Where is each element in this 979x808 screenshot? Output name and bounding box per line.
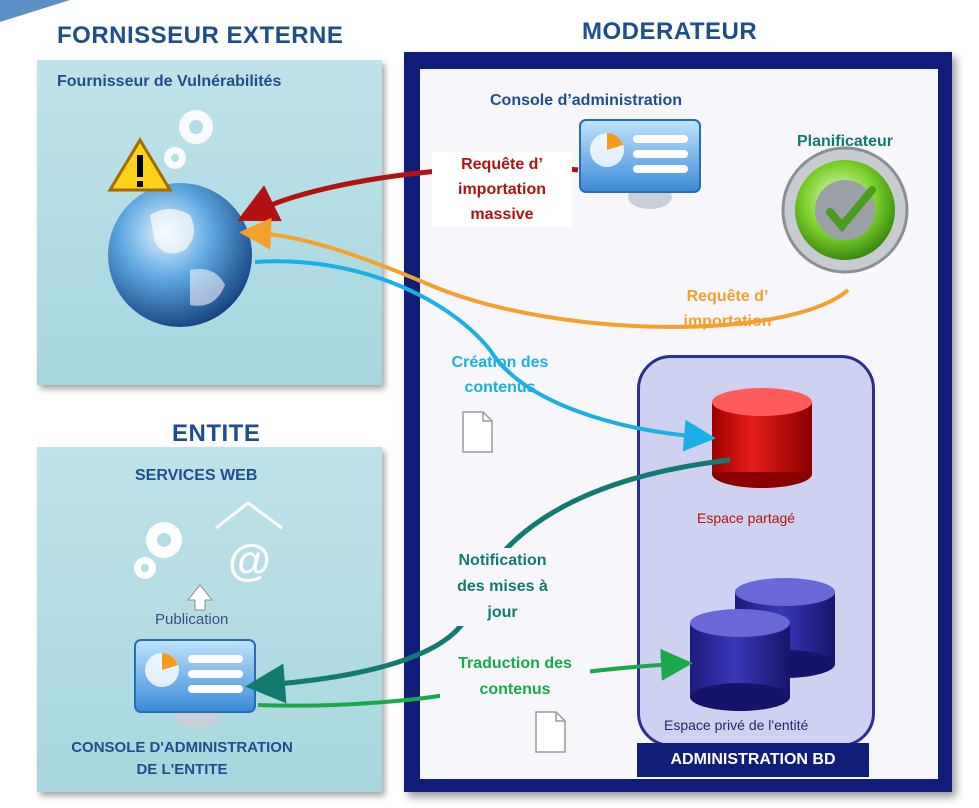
update-notification-line3: jour (487, 604, 518, 621)
moderator-title: MODERATEUR (582, 18, 758, 45)
vulnerability-provider-label: Fournisseur de Vulnérabilités (57, 73, 282, 90)
entity-title: ENTITE (172, 420, 261, 447)
document-icon (462, 411, 493, 453)
shared-space-db-icon (712, 388, 812, 488)
import-request-line2: importation (683, 313, 772, 330)
content-creation-label: Création des contenus (440, 350, 560, 400)
import-request-line1: Requête d’ (686, 288, 769, 305)
import-request-arrow (239, 217, 850, 329)
gears-icon (164, 110, 213, 169)
corner-decoration (0, 0, 70, 22)
web-services-icon: @ (134, 501, 283, 611)
scheduler-label: Planificateur (797, 133, 894, 150)
entity-console-icon (134, 639, 256, 728)
private-space-db-icon (690, 578, 835, 711)
scheduler-clock-icon (781, 146, 909, 274)
document-icon (535, 711, 566, 753)
vulnerability-globe-icon (107, 137, 252, 327)
web-services-label: SERVICES WEB (135, 467, 258, 484)
mass-import-line3: massive (470, 206, 534, 223)
admin-console-icon (579, 119, 701, 209)
content-translation-line1: Traduction des (458, 655, 572, 672)
entity-panel (37, 447, 382, 792)
publication-label: Publication (155, 611, 229, 628)
shared-space-label: Espace partagé (697, 510, 796, 526)
svg-text:@: @ (228, 536, 271, 585)
private-space-label: Espace privé de l'entité (664, 717, 809, 733)
admin-console-label: Console d’administration (490, 92, 683, 109)
content-translation-label: Traduction des contenus (440, 651, 590, 703)
entity-console-label: CONSOLE D'ADMINISTRATION DE L'ENTITE (42, 737, 322, 781)
entity-console-line2: DE L'ENTITE (136, 761, 228, 778)
content-creation-arrow (254, 259, 716, 452)
import-request-label: Requête d’ importation (655, 284, 800, 334)
content-creation-line2: contenus (464, 379, 536, 396)
mass-import-line2: importation (458, 181, 546, 198)
update-notification-line2: des mises à (457, 578, 548, 595)
update-notification-label: Notification des mises à jour (440, 548, 565, 626)
mass-import-line1: Requête d’ (461, 156, 543, 173)
content-translation-line2: contenus (479, 681, 551, 698)
update-notification-line1: Notification (458, 552, 547, 569)
content-creation-line1: Création des (451, 354, 549, 371)
external-provider-title: FORNISSEUR EXTERNE (57, 22, 344, 49)
entity-console-line1: CONSOLE D'ADMINISTRATION (71, 739, 293, 756)
db-admin-label: ADMINISTRATION BD (637, 743, 869, 777)
mass-import-label: Requête d’ importation massive (432, 152, 572, 227)
